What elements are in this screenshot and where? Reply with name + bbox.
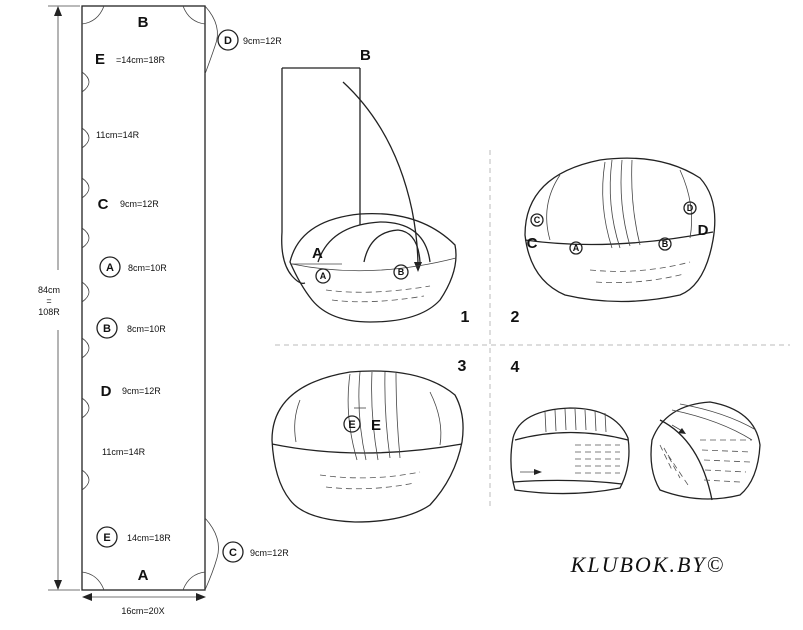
height-label: 84cm	[38, 285, 60, 295]
height-equals: =	[46, 296, 51, 306]
step3-diagram: E E 3	[271, 358, 467, 523]
height-dimension: 84cm = 108R	[38, 5, 80, 591]
step2-diagram: C C A B D D 2	[511, 157, 716, 326]
step3-number: 3	[458, 358, 467, 375]
step4-diagram: 4	[510, 359, 761, 501]
strip-pattern: B A E =14cm=18R 11cm=14R C 9cm=12R A 8cm…	[81, 5, 289, 591]
segment-letter: E	[103, 532, 110, 544]
segment-label: 11cm=14R	[96, 130, 140, 140]
strip-mark	[81, 281, 90, 303]
side-circle	[222, 541, 244, 563]
side-letter: D	[224, 35, 232, 47]
step1-label-b: B	[360, 47, 371, 64]
step1-circle-a	[315, 268, 331, 284]
segment-letter: C	[98, 196, 109, 213]
segment-label: 8cm=10R	[127, 324, 166, 334]
strip-mark	[81, 177, 90, 199]
step2-mark: C	[527, 235, 538, 252]
segment-label: =14cm=18R	[116, 55, 166, 65]
step1-circle-a-letter: A	[320, 271, 327, 281]
segment-label: 9cm=12R	[120, 199, 159, 209]
segment-label: 11cm=14R	[102, 447, 146, 457]
strip-corner	[182, 571, 206, 591]
strip-mark	[81, 71, 90, 93]
strip-mark	[81, 337, 90, 359]
step2-mark: C	[534, 215, 541, 225]
strip-corner	[81, 5, 105, 25]
step1-circle-b-letter: B	[398, 267, 405, 277]
step1-circle-b	[393, 264, 409, 280]
side-label: 9cm=12R	[250, 548, 289, 558]
panel-dividers	[275, 150, 790, 510]
step2-number: 2	[511, 309, 520, 326]
segment-letter: E	[95, 51, 105, 68]
step1-diagram: B A A B 1	[281, 47, 470, 326]
step4-number: 4	[511, 359, 520, 376]
step3-circle-e-letter: E	[348, 419, 355, 431]
side-label: 9cm=12R	[243, 36, 282, 46]
step3-label-e: E	[371, 417, 381, 434]
strip-corner	[182, 5, 206, 25]
strip-mark	[81, 397, 90, 419]
strip-corner	[81, 571, 105, 591]
side-circle	[217, 29, 239, 51]
step1-label-a: A	[312, 245, 323, 262]
strip-mark	[81, 227, 90, 249]
step2-mark: B	[662, 239, 669, 249]
segment-letter: D	[101, 383, 112, 400]
segment-label: 9cm=12R	[122, 386, 161, 396]
strip-mark	[81, 127, 90, 149]
side-bracket-top	[204, 5, 218, 75]
strip-bottom-letter: A	[138, 567, 149, 584]
step2-mark: A	[573, 243, 580, 253]
segment-circle	[96, 526, 118, 548]
width-dimension: 16cm=20X	[82, 593, 206, 616]
side-bracket-bottom	[204, 517, 219, 591]
step2-circle-a	[569, 241, 583, 255]
height-rows: 108R	[38, 307, 60, 317]
segment-letter: A	[106, 262, 114, 274]
strip-mark	[81, 469, 90, 491]
step2-circle-b	[658, 237, 672, 251]
segment-label: 8cm=10R	[128, 263, 167, 273]
step3-circle-e	[343, 415, 361, 433]
segment-circle	[99, 256, 121, 278]
width-label: 16cm=20X	[121, 606, 164, 616]
segment-label: 14cm=18R	[127, 533, 171, 543]
side-letter: C	[229, 547, 237, 559]
step2-mark: D	[687, 203, 694, 213]
strip-outline	[81, 5, 206, 591]
strip-top-letter: B	[138, 14, 149, 31]
step2-circle-d	[683, 201, 697, 215]
brand-watermark: KLUBOK.BY©	[570, 552, 726, 577]
segment-letter: B	[103, 323, 111, 335]
segment-circle	[96, 317, 118, 339]
step2-circle-c	[530, 213, 544, 227]
step1-number: 1	[461, 309, 470, 326]
step2-mark: D	[698, 222, 709, 239]
